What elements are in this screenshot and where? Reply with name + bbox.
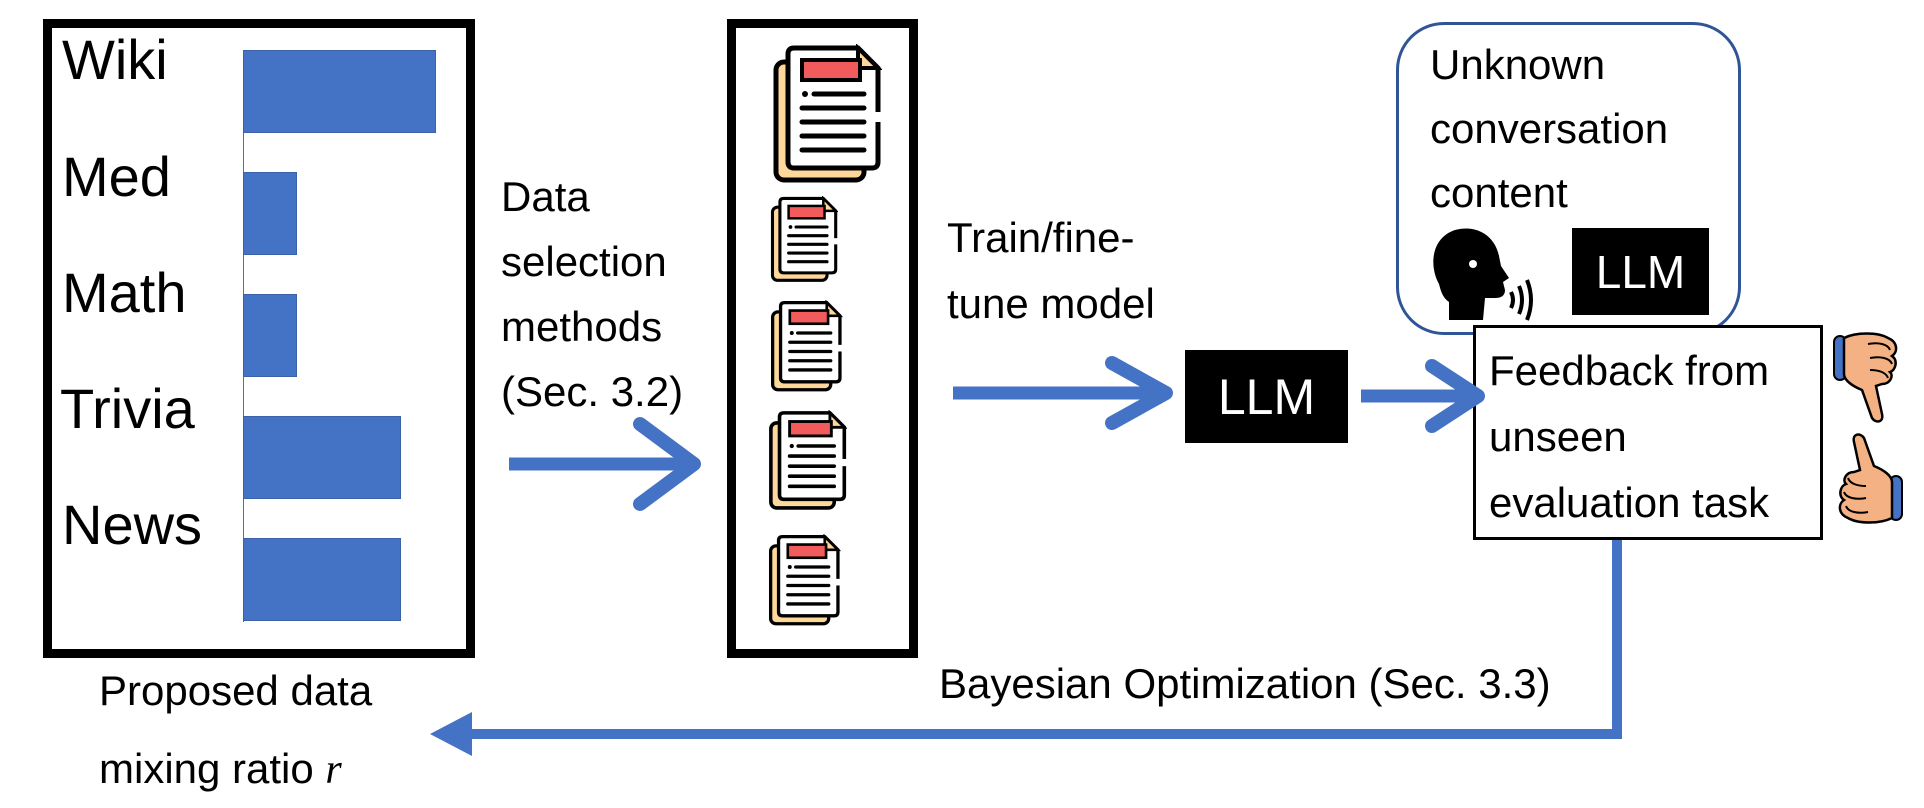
llm-block: LLM: [1185, 350, 1348, 443]
data-selection-label-line1: Data: [501, 173, 590, 220]
stacked-documents-icon: [770, 300, 843, 392]
stacked-documents-icon: [770, 196, 839, 282]
unknown-box-llm: LLM: [1572, 228, 1709, 315]
bar-med: [243, 172, 297, 255]
data-selection-label-line2: selection: [501, 238, 667, 285]
llm-block-label: LLM: [1217, 368, 1316, 425]
data-selection-label-line4: (Sec. 3.2): [501, 368, 684, 415]
bar-news: [243, 538, 401, 621]
bar-axis: [243, 133, 244, 622]
arrow-data-selection: [509, 417, 701, 511]
arrow-feedback: [1361, 359, 1485, 433]
thumbs-down-icon: [1833, 332, 1898, 423]
unknown-box-line3: content: [1430, 169, 1568, 216]
data-selection-label-line3: methods: [501, 303, 663, 350]
arrow-train: [953, 356, 1173, 430]
mixing-ratio-caption-line1: Proposed data: [99, 667, 373, 714]
mixing-ratio-caption-text: mixing ratio: [99, 745, 326, 792]
train-label-line1: Train/fine-: [947, 214, 1135, 261]
mixing-ratio-caption-line2: mixing ratio r: [99, 745, 342, 793]
feedback-box-line1: Feedback from: [1489, 347, 1770, 394]
speaking-head-icon: [1433, 228, 1533, 321]
category-label-trivia: Trivia: [60, 377, 195, 440]
feedback-box-line3: evaluation task: [1489, 479, 1770, 526]
category-label-math: Math: [62, 261, 187, 324]
stacked-documents-icon: [768, 534, 841, 626]
unknown-box-line2: conversation: [1430, 105, 1669, 152]
feedback-box-line2: unseen: [1489, 413, 1627, 460]
thumbs-up-icon: [1838, 433, 1903, 524]
bar-math: [243, 294, 297, 377]
stacked-documents-icon: [769, 410, 848, 510]
category-label-news: News: [62, 493, 203, 556]
bayesian-optimization-label: Bayesian Optimization (Sec. 3.3): [939, 660, 1551, 707]
stacked-documents-icon: [773, 44, 882, 183]
unknown-box-llm-label: LLM: [1595, 245, 1686, 298]
mixing-ratio-variable: r: [325, 747, 342, 793]
bar-trivia: [243, 416, 401, 499]
unknown-box-line1: Unknown: [1430, 41, 1606, 88]
train-label-line2: tune model: [947, 280, 1155, 327]
bar-wiki: [243, 50, 436, 133]
feedback-box: [1473, 325, 1823, 540]
arrow-bayesian-loop: [430, 540, 1622, 756]
category-label-wiki: Wiki: [62, 28, 168, 91]
category-label-med: Med: [62, 145, 171, 208]
